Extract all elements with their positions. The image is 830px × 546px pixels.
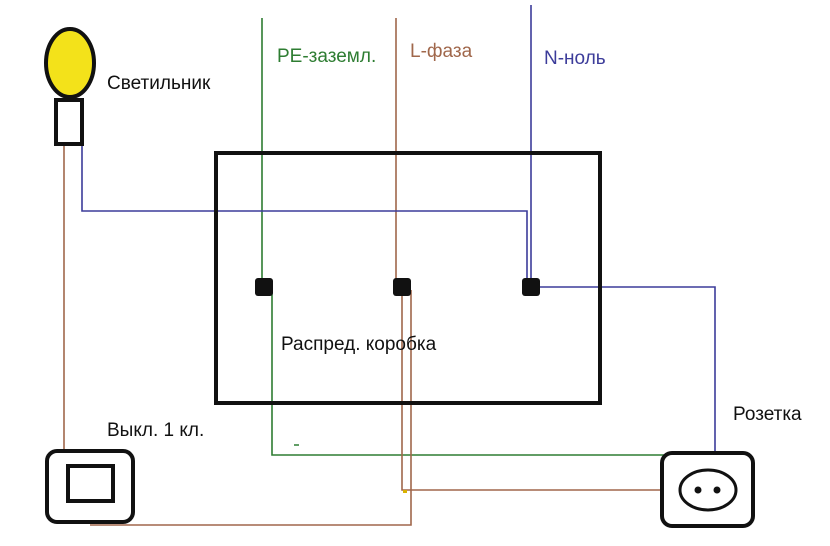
lamp-label: Светильник	[107, 73, 211, 94]
switch-label: Выкл. 1 кл.	[107, 420, 204, 441]
lamp-bulb	[44, 27, 96, 99]
l-wire-switch	[90, 290, 412, 526]
l-label: L-фаза	[410, 41, 473, 62]
terminal-n	[522, 278, 540, 296]
socket-icon	[660, 451, 755, 528]
box-label: Распред. коробка	[281, 334, 437, 355]
socket-hole-left	[694, 486, 702, 494]
socket-hole-right	[713, 486, 721, 494]
lamp-icon	[44, 27, 96, 146]
switch-icon	[45, 449, 135, 524]
n-label: N-ноль	[544, 48, 606, 69]
socket-face	[678, 468, 738, 512]
terminal-l	[393, 278, 411, 296]
switch-key	[66, 464, 115, 503]
n-wire-lamp	[81, 100, 528, 287]
pe-label: PE-заземл.	[277, 46, 376, 67]
l-junction-dot	[403, 490, 407, 493]
terminal-pe	[255, 278, 273, 296]
pe-wire	[261, 18, 665, 456]
distribution-box	[214, 151, 602, 405]
lamp-socket	[54, 98, 84, 146]
n-wire-socket	[537, 286, 716, 490]
socket-label: Розетка	[733, 404, 802, 425]
